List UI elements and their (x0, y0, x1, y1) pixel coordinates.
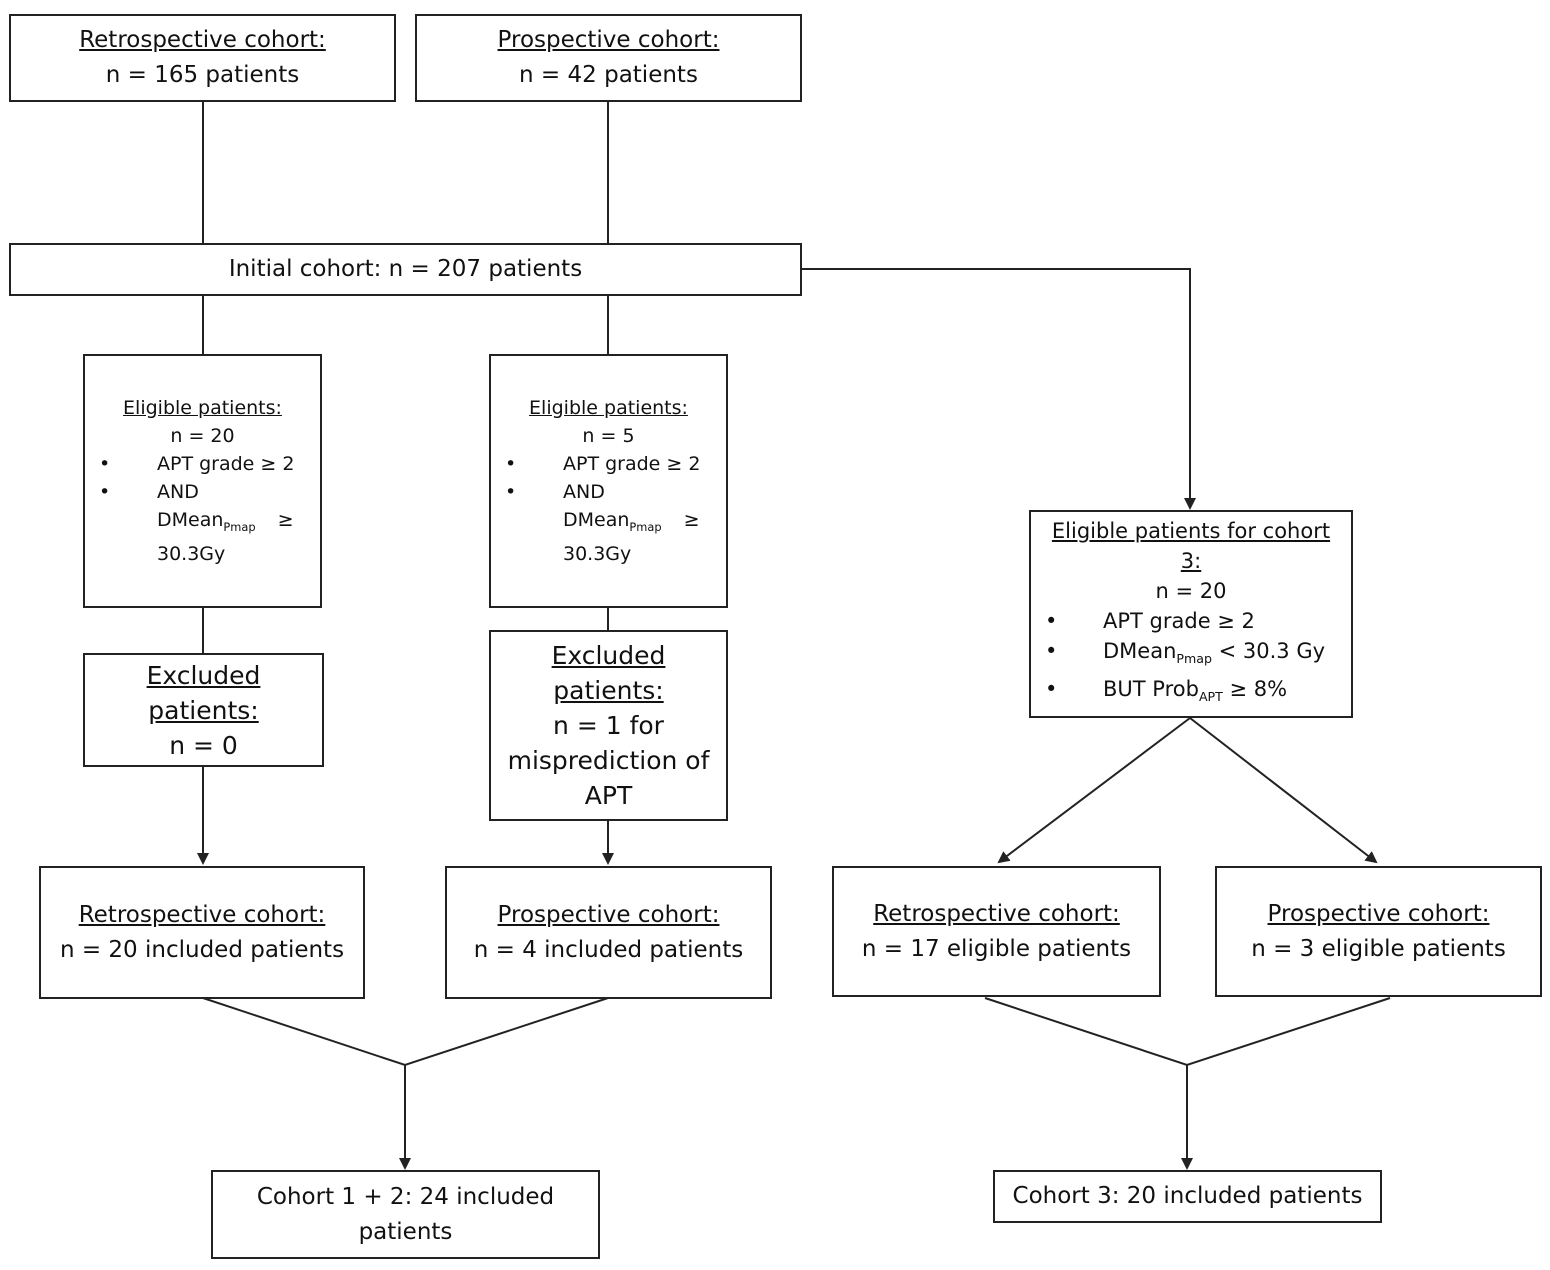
bullet: • (99, 480, 111, 503)
eligible-mid-criteria: • APT grade ≥ 2 • AND DMeanPmap ≥ 30.3Gy (491, 450, 726, 569)
criterion-apt: APT grade ≥ 2 (1103, 608, 1255, 633)
excluded-mid-reason: n = 1 for misprediction of APT (507, 711, 710, 810)
cohort12-label: Cohort 1 + 2: 24 included patients (256, 1183, 555, 1245)
eligible-mid-box: Eligible patients: n = 5 • APT grade ≥ 2 … (489, 354, 728, 608)
retro-eligible-box: Retrospective cohort: n = 17 eligible pa… (832, 866, 1161, 997)
criterion-op: ≥ (683, 508, 700, 531)
excluded-left-title: Excluded patients: (146, 660, 261, 725)
retro-top-count: n = 165 patients (105, 62, 300, 88)
retro-included-count: n = 20 included patients (59, 936, 345, 963)
edge-elig-c3-to-prosp-elig (1189, 717, 1378, 864)
edge-initial-to-elig-c3 (801, 268, 1196, 510)
eligible-left-count: n = 20 (170, 424, 235, 447)
bullet: • (505, 480, 517, 503)
eligible-mid-title: Eligible patients: (529, 396, 688, 419)
edge-elig-c3-to-retro-elig (997, 717, 1191, 864)
eligible-cohort3-title: Eligible patients for cohort 3: (1051, 518, 1331, 573)
prosp-top-title: Prospective cohort: (497, 27, 720, 53)
prosp-included-box: Prospective cohort: n = 4 included patie… (445, 866, 772, 999)
prosp-top-count: n = 42 patients (519, 62, 698, 88)
prosp-included-count: n = 4 included patients (473, 936, 744, 963)
edge-merge-left (202, 997, 609, 1067)
eligible-cohort3-count: n = 20 (1155, 578, 1227, 603)
criterion-dmean: DMeanPmap (563, 508, 662, 534)
criterion-value: 30.3Gy (563, 543, 632, 566)
retro-top-title: Retrospective cohort: (79, 27, 326, 53)
bullet: • (99, 452, 111, 475)
excluded-mid-title: Excluded patients: (551, 641, 666, 705)
cohort12-box: Cohort 1 + 2: 24 included patients (211, 1170, 600, 1259)
criterion-and: AND (563, 480, 605, 503)
criterion-and: AND (157, 480, 199, 503)
prosp-eligible-title: Prospective cohort: (1267, 900, 1490, 927)
criterion-op: ≥ (277, 508, 294, 531)
prosp-eligible-count: n = 3 eligible patients (1251, 935, 1506, 962)
criterion-prob: BUT ProbAPT ≥ 8% (1103, 677, 1288, 705)
bullet: • (505, 452, 517, 475)
criterion-apt: APT grade ≥ 2 (157, 452, 295, 475)
criterion-dmean: DMeanPmap (157, 508, 256, 534)
initial-cohort-box: Initial cohort: n = 207 patients (9, 243, 802, 296)
prosp-top-box: Prospective cohort: n = 42 patients (415, 14, 802, 102)
bullet: • (1045, 608, 1058, 633)
cohort3-box: Cohort 3: 20 included patients (993, 1170, 1382, 1223)
retro-eligible-count: n = 17 eligible patients (861, 935, 1132, 962)
eligible-left-title: Eligible patients: (123, 396, 282, 419)
criterion-dmean: DMeanPmap < 30.3 Gy (1103, 638, 1326, 666)
criterion-value: 30.3Gy (157, 543, 226, 566)
retro-top-box: Retrospective cohort: n = 165 patients (9, 14, 396, 102)
bullet: • (1045, 677, 1058, 701)
eligible-left-box: Eligible patients: n = 20 • APT grade ≥ 2… (83, 354, 322, 608)
retro-included-box: Retrospective cohort: n = 20 included pa… (39, 866, 365, 999)
initial-cohort-label: Initial cohort: n = 207 patients (228, 256, 583, 282)
retro-eligible-title: Retrospective cohort: (873, 900, 1120, 927)
excluded-mid-box: Excluded patients: n = 1 for mispredicti… (489, 630, 728, 821)
prosp-eligible-box: Prospective cohort: n = 3 eligible patie… (1215, 866, 1542, 997)
criterion-apt: APT grade ≥ 2 (563, 452, 701, 475)
bullet: • (1045, 638, 1058, 663)
excluded-left-count: n = 0 (169, 730, 238, 760)
edge-merge-right (984, 997, 1391, 1067)
prosp-included-title: Prospective cohort: (497, 901, 720, 928)
eligible-mid-count: n = 5 (582, 424, 635, 447)
eligible-left-criteria: • APT grade ≥ 2 • AND DMeanPmap ≥ 30.3Gy (85, 450, 320, 569)
eligible-cohort3-criteria: • APT grade ≥ 2 • DMeanPmap < 30.3 Gy • BUT… (1031, 606, 1351, 712)
eligible-cohort3-box: Eligible patients for cohort 3: n = 20 •… (1029, 510, 1353, 718)
cohort3-label: Cohort 3: 20 included patients (1012, 1183, 1363, 1209)
excluded-left-box: Excluded patients: n = 0 (83, 653, 324, 767)
retro-included-title: Retrospective cohort: (78, 901, 326, 928)
